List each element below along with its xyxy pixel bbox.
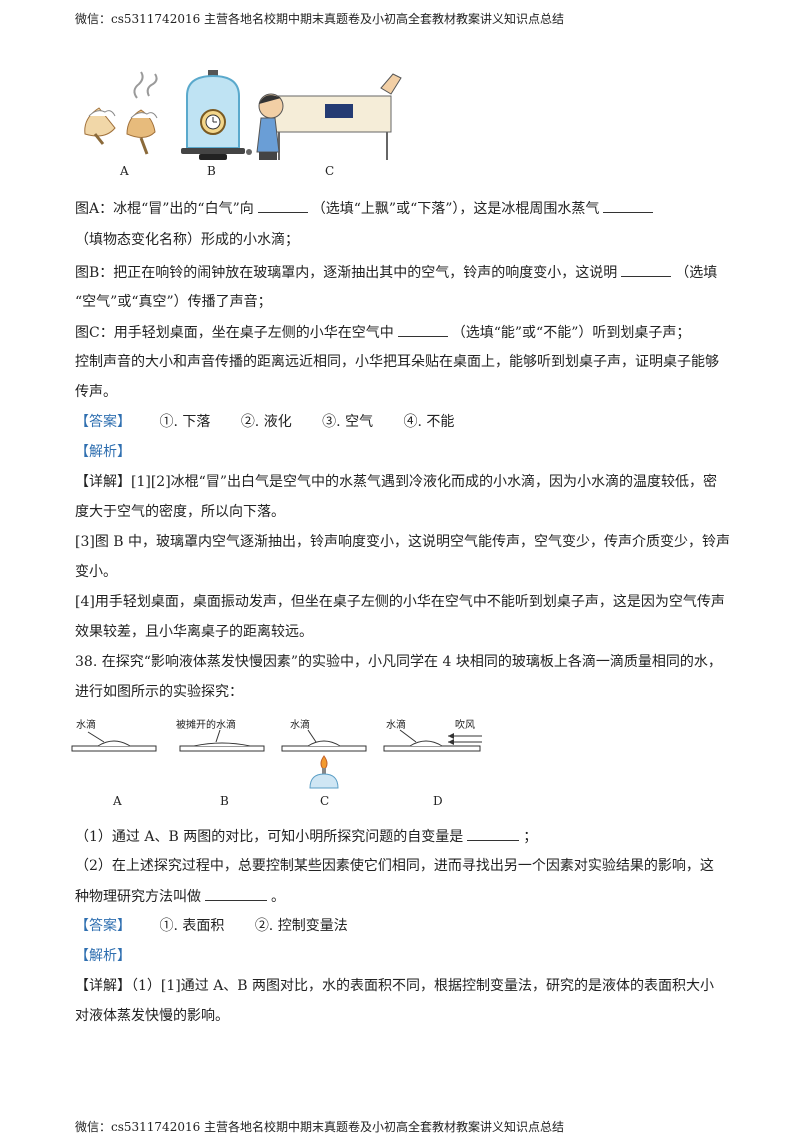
answer-blank — [205, 886, 267, 901]
q37-text: 图B：把正在响铃的闹钟放在玻璃罩内，逐渐抽出其中的空气，铃声的响度变小，这说明 — [75, 265, 618, 281]
figure-2-caption-c: C — [320, 794, 330, 808]
q37-answer-row: 【答案】 ①. 下落 ②. 液化 ③. 空气 ④. 不能 — [75, 412, 454, 432]
answer-item: ①. 下落 — [159, 414, 211, 430]
q37-line-5: 图C：用手轻划桌面，坐在桌子左侧的小华在空气中 （选填“能”或“不能”）听到划桌子… — [75, 322, 690, 343]
q37-detail-6: 效果较差，且小华离桌子的距离较远。 — [75, 624, 313, 640]
answer-tag: 【答案】 — [75, 414, 131, 430]
analysis-tag: 【解析】 — [75, 444, 131, 460]
student-desk-icon — [256, 73, 402, 160]
figure-1-label-c: C — [325, 164, 335, 178]
q37-line-2: （填物态变化名称）形成的小水滴； — [75, 232, 299, 248]
answer-blank — [603, 198, 654, 213]
page-header: 微信：cs5311742016 主营各地名校期中期末真题卷及小初高全套教材教案讲… — [75, 12, 565, 26]
figure-2-caption-a: A — [113, 794, 122, 808]
q37-text: （选填“上飘”或“下落”），这是冰棍周围水蒸气 — [311, 201, 600, 217]
answer-item: ④. 不能 — [403, 414, 455, 430]
figure-2-label: 吹风 — [455, 720, 475, 731]
q37-text: （选填 — [675, 265, 718, 281]
plate-c — [281, 729, 367, 752]
q37-line-4: “空气”或“真空”）传播了声音； — [75, 294, 272, 310]
plate-b — [179, 729, 265, 752]
q38-detail-2: 对液体蒸发快慢的影响。 — [75, 1008, 229, 1024]
answer-item: ③. 空气 — [322, 414, 374, 430]
answer-blank — [621, 262, 672, 277]
figure-1-label-a: A — [120, 164, 129, 178]
q37-detail-4: 变小。 — [75, 564, 117, 580]
q38-detail-1: 【详解】（1）[1]通过 A、B 两图对比，水的表面积不同，根据控制变量法，研究… — [75, 978, 715, 994]
figure-1-illustration — [84, 70, 402, 160]
figure-2-label: 水滴 — [290, 720, 310, 731]
answer-item: ①. 表面积 — [159, 918, 225, 934]
answer-tag: 【答案】 — [75, 918, 131, 934]
q37-text: 图A：冰棍“冒”出的“白气”向 — [75, 201, 254, 217]
figure-2-label: 水滴 — [76, 720, 96, 731]
plate-d — [383, 729, 481, 752]
q37-detail-5: [4]用手轻划桌面，桌面振动发声，但坐在桌子左侧的小华在空气中不能听到划桌子声，… — [75, 594, 725, 610]
figure-2-label: 水滴 — [386, 720, 406, 731]
answer-blank — [257, 198, 308, 213]
q38-text: ； — [523, 829, 538, 845]
q38-text: （1）通过 A、B 两图的对比，可知小明所探究问题的自变量是 — [75, 829, 464, 845]
answer-item: ②. 液化 — [240, 414, 292, 430]
q37-text: （选填“能”或“不能”）听到划桌子声； — [451, 325, 691, 341]
q37-detail-3: [3]图 B 中，玻璃罩内空气逐渐抽出，铃声响度变小，这说明空气能传声，空气变少… — [75, 534, 731, 550]
q37-line-1: 图A：冰棍“冒”出的“白气”向 （选填“上飘”或“下落”），这是冰棍周围水蒸气 — [75, 198, 657, 219]
q37-line-6: 控制声音的大小和声音传播的距离远近相同，小华把耳朵贴在桌面上，能够听到划桌子声，… — [75, 354, 719, 370]
answer-blank — [397, 322, 448, 337]
q37-detail-2: 度大于空气的密度，所以向下落。 — [75, 504, 285, 520]
q37-text: 图C：用手轻划桌面，坐在桌子左侧的小华在空气中 — [75, 325, 394, 341]
analysis-tag: 【解析】 — [75, 948, 131, 964]
figure-2-caption-b: B — [220, 794, 229, 808]
answer-blank — [467, 826, 520, 841]
figure-2-label: 被摊开的水滴 — [176, 720, 236, 731]
figure-1-label-b: B — [207, 164, 216, 178]
q37-detail-1: 【详解】[1][2]冰棍“冒”出白气是空气中的水蒸气遇到冷液化而成的小水滴，因为… — [75, 474, 717, 490]
q37-line-3: 图B：把正在响铃的闹钟放在玻璃罩内，逐渐抽出其中的空气，铃声的响度变小，这说明 （… — [75, 262, 717, 283]
q38-sub-2: （2）在上述探究过程中，总要控制某些因素使它们相同，进而寻找出另一个因素对实验结… — [75, 858, 714, 874]
q38-text: 。 — [271, 889, 285, 905]
wind-arrow-icon — [448, 733, 482, 745]
q38-line-2: 进行如图所示的实验探究： — [75, 684, 243, 700]
alcohol-lamp-icon — [309, 755, 339, 789]
plate-a — [71, 731, 157, 752]
bell-jar-clock-icon — [181, 70, 252, 160]
ice-pop-icon — [84, 71, 158, 155]
answer-item: ②. 控制变量法 — [254, 918, 348, 934]
q38-answer-row: 【答案】 ①. 表面积 ②. 控制变量法 — [75, 916, 348, 936]
q37-line-7: 传声。 — [75, 384, 117, 400]
q38-line-1: 38. 在探究“影响液体蒸发快慢因素”的实验中，小凡同学在 4 块相同的玻璃板上… — [75, 654, 722, 670]
figure-2-illustration — [71, 729, 482, 789]
figure-2-caption-d: D — [433, 794, 443, 808]
q38-sub-1: （1）通过 A、B 两图的对比，可知小明所探究问题的自变量是 ； — [75, 826, 537, 847]
q38-sub-3: 种物理研究方法叫做 。 — [75, 886, 285, 907]
q38-text: 种物理研究方法叫做 — [75, 889, 201, 905]
page-footer: 微信：cs5311742016 主营各地名校期中期末真题卷及小初高全套教材教案讲… — [75, 1120, 565, 1134]
